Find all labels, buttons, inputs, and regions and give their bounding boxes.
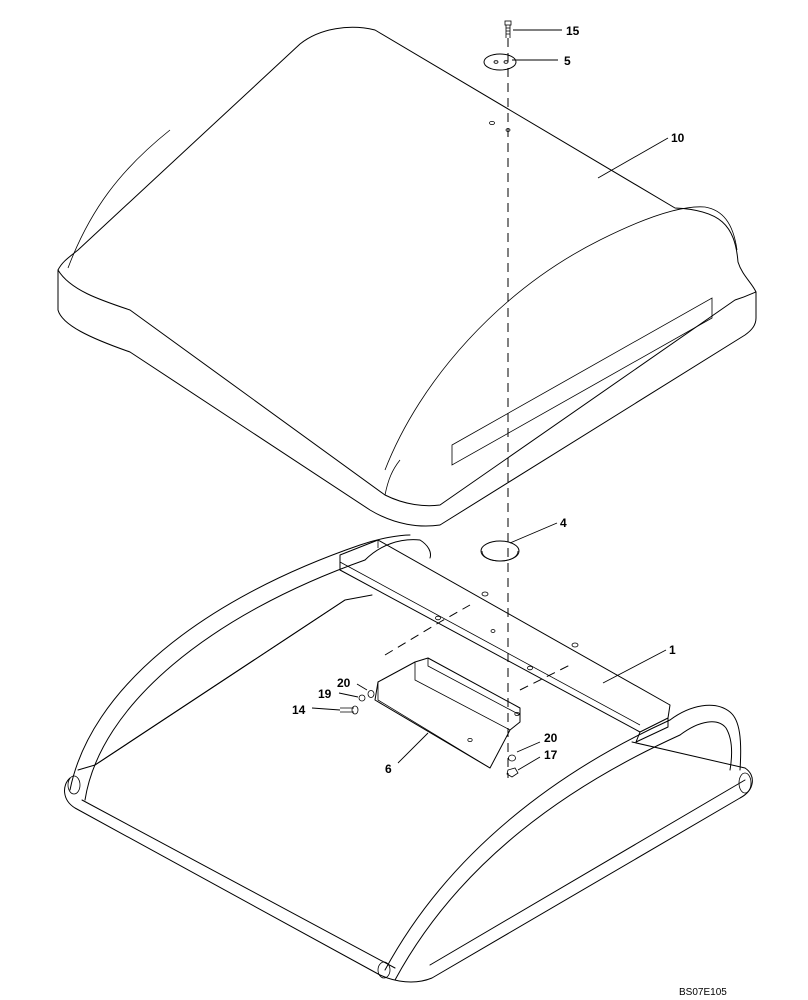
callout-6: 6	[385, 762, 392, 776]
pad-5	[483, 53, 517, 71]
nut-17-washer-20	[506, 754, 519, 778]
callout-14: 14	[292, 703, 306, 717]
callout-5: 5	[564, 54, 571, 68]
callout-10: 10	[671, 131, 685, 145]
bolt-15	[504, 20, 512, 38]
callout-20-lower: 20	[544, 731, 558, 745]
bracket	[374, 657, 521, 769]
assembly-lines	[384, 38, 571, 778]
callout-1: 1	[669, 643, 676, 657]
callout-labels: 15 5 10 4 1 20 19 14 6 20 17	[292, 24, 685, 776]
callout-19: 19	[318, 687, 332, 701]
cross-member	[339, 539, 671, 743]
callout-15: 15	[566, 24, 580, 38]
bolt-14	[340, 705, 359, 715]
drawing-code: BS07E105	[679, 987, 727, 998]
callout-20-upper: 20	[337, 676, 351, 690]
callout-4: 4	[560, 516, 567, 530]
leader-lines	[311, 29, 669, 771]
canopy-frame	[64, 534, 753, 983]
roof-cover	[57, 26, 757, 527]
pad-4	[480, 540, 520, 562]
washer-19-20	[358, 690, 375, 702]
callout-17: 17	[544, 748, 558, 762]
